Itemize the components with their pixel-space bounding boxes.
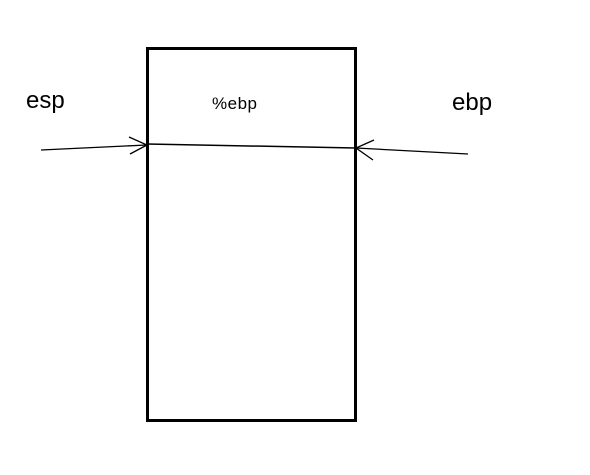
stack-slot-divider	[146, 143, 357, 149]
ebp-register-label: ebp	[452, 89, 493, 116]
stack-frame-box	[146, 47, 357, 422]
esp-pointer-arrow	[40, 136, 149, 155]
saved-ebp-slot-label: %ebp	[212, 94, 258, 113]
ebp-pointer-arrow	[354, 139, 469, 161]
esp-register-label: esp	[26, 87, 65, 114]
